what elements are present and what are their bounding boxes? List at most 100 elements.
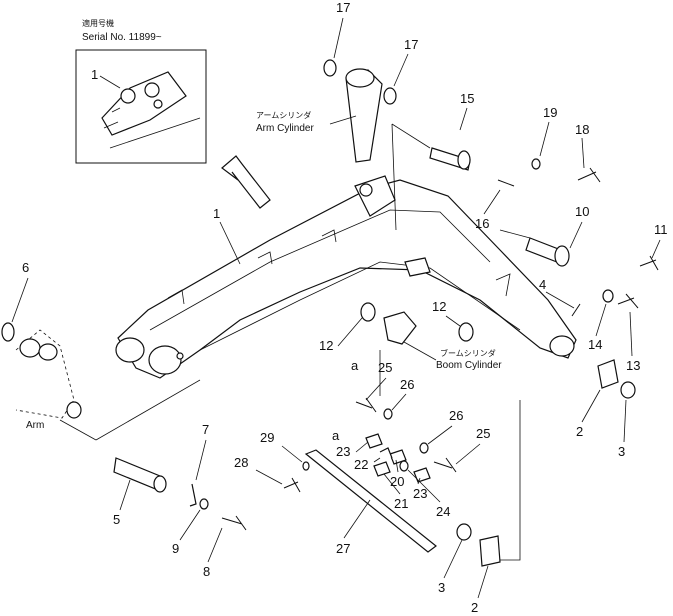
ref-line-2-lower <box>500 400 521 561</box>
part-14-washer <box>602 289 614 303</box>
leader-7 <box>195 439 207 481</box>
leader-24 <box>407 469 441 503</box>
part-12-washer-b <box>458 322 474 342</box>
ref-marker-a-upper: a <box>351 358 359 373</box>
part-25-bolt-a <box>355 397 377 413</box>
callout-4: 4 <box>539 277 546 292</box>
inset-callout-1: 1 <box>91 67 98 82</box>
inset-detail <box>103 107 121 129</box>
inset-pin-hole <box>153 99 163 109</box>
inset-boom-foot <box>101 71 187 136</box>
inset-jp-title: 適用号機 <box>82 18 114 28</box>
callout-18: 18 <box>575 122 589 137</box>
part-3-nut <box>620 381 636 399</box>
part-22-fitting <box>379 447 393 459</box>
part-7-key <box>189 483 197 507</box>
part-29-washer <box>302 461 310 471</box>
leader-28 <box>255 469 283 485</box>
boom-tip-boss <box>549 335 575 357</box>
callout-25-right: 25 <box>476 426 490 441</box>
part-11-bolt <box>639 255 659 271</box>
leader-23-left <box>355 441 369 453</box>
boom-cylinder-bracket <box>404 257 431 277</box>
part-26-washer-b <box>419 442 429 454</box>
leader-2-lower <box>477 565 489 599</box>
part-12-washer-a <box>360 302 376 322</box>
callout-23-left: 23 <box>336 444 350 459</box>
arm-cylinder-eye <box>345 68 375 88</box>
part-21-fitting <box>373 461 391 477</box>
callout-1: 1 <box>213 206 220 221</box>
boom-top-edge <box>149 209 491 331</box>
arm-label: Arm <box>26 420 44 431</box>
callout-10: 10 <box>575 204 589 219</box>
callout-26-right: 26 <box>449 408 463 423</box>
ref-line-15b <box>391 123 431 149</box>
part-23-fitting-b <box>413 467 431 483</box>
part-4-fitting <box>571 303 581 317</box>
callout-24: 24 <box>436 504 450 519</box>
boom-cylinder-label: Boom Cylinder <box>436 360 502 371</box>
callout-17-left: 17 <box>336 0 350 15</box>
callout-15: 15 <box>460 91 474 106</box>
inset-frame <box>75 49 207 164</box>
front-direction-arrow-icon <box>221 155 271 209</box>
arm-fragment: Arm <box>15 329 82 431</box>
part-9-washer <box>199 498 209 510</box>
part-20-fitting <box>389 449 407 465</box>
boom-foot-boss-left <box>115 337 145 363</box>
boom-assembly <box>115 175 577 379</box>
leader-25-left <box>365 377 387 401</box>
ref-marker-a-lower: a <box>332 428 340 443</box>
part-16-fitting <box>497 179 515 187</box>
callout-12-left: 12 <box>319 338 333 353</box>
part-13-bolt <box>617 293 639 309</box>
leader-3-lower <box>443 539 463 579</box>
part-5-pin-head <box>153 475 167 493</box>
arm-cylinder-leader <box>329 115 357 125</box>
callout-9: 9 <box>172 541 179 556</box>
arm-outline <box>15 329 75 419</box>
callout-16: 16 <box>475 216 489 231</box>
leader-1 <box>219 221 241 265</box>
callout-2: 2 <box>576 424 583 439</box>
inset-edge <box>109 117 201 149</box>
arm-cylinder-bracket-hole <box>359 183 373 197</box>
boom-cylinder-jp: ブームシリンダ <box>440 348 496 358</box>
ref-line-arm-pin <box>95 379 201 441</box>
callout-26-left: 26 <box>400 377 414 392</box>
leader-25-right <box>455 443 481 465</box>
boom-body <box>117 179 577 379</box>
part-27-plate <box>304 449 437 553</box>
leader-13 <box>629 311 633 357</box>
callout-21: 21 <box>394 496 408 511</box>
part-8-bolt <box>221 515 247 531</box>
leader-19 <box>539 121 550 157</box>
callout-23-right: 23 <box>413 486 427 501</box>
leader-26-right <box>427 425 453 445</box>
callout-25-left: 25 <box>378 360 392 375</box>
callout-3-lower: 3 <box>438 580 445 595</box>
boom-foot-boss-right <box>148 345 182 375</box>
callout-8: 8 <box>203 564 210 579</box>
callout-3: 3 <box>618 444 625 459</box>
boom-tab-2 <box>257 251 273 265</box>
leader-3 <box>623 399 627 443</box>
arm-cylinder-jp: アームシリンダ <box>256 110 311 120</box>
leader-16 <box>483 189 501 215</box>
boom-tab-3 <box>321 229 337 243</box>
part-3-nut-lower <box>456 523 472 541</box>
boom-bottom-edge <box>199 261 521 351</box>
callout-17-right: 17 <box>404 37 418 52</box>
callout-29: 29 <box>260 430 274 445</box>
leader-26-left <box>391 393 407 411</box>
callout-2-lower: 2 <box>471 600 478 615</box>
leader-5 <box>119 479 131 511</box>
leader-8 <box>207 527 223 563</box>
leader-6 <box>11 277 29 323</box>
part-2-bushing <box>597 359 619 389</box>
inset-leader <box>99 75 121 89</box>
arm-lower-boss <box>66 401 82 419</box>
